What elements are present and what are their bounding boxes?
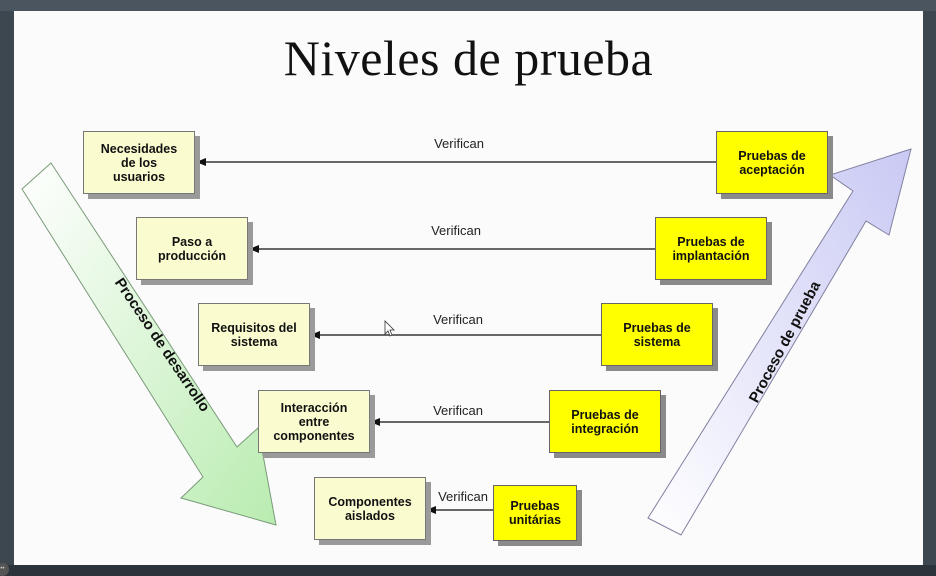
- verify-label-5: Verifican: [438, 489, 488, 504]
- requirement-label: Interacción entre componentes: [273, 400, 355, 443]
- test-box-system: Pruebas de sistema: [601, 303, 713, 366]
- test-box-unit: Pruebas unitárias: [493, 485, 577, 541]
- test-label: Pruebas de implantación: [672, 234, 750, 263]
- verify-label-2: Verifican: [431, 223, 481, 238]
- test-process-arrow: [647, 148, 912, 536]
- window-top-bar: [0, 0, 936, 11]
- test-box-acceptance: Pruebas de aceptación: [716, 131, 828, 194]
- requirement-box-user-needs: Necesidades de los usuarios: [83, 131, 195, 194]
- verify-label-1: Verifican: [434, 136, 484, 151]
- verify-label-4: Verifican: [433, 403, 483, 418]
- requirement-box-component-interaction: Interacción entre componentes: [258, 390, 370, 453]
- requirement-box-production: Paso a producción: [136, 217, 248, 280]
- requirement-label: Requisitos del sistema: [211, 320, 297, 349]
- mouse-cursor-icon: [384, 320, 395, 337]
- requirement-label: Necesidades de los usuarios: [100, 141, 178, 184]
- test-box-integration: Pruebas de integración: [549, 390, 661, 453]
- test-label: Pruebas de integración: [571, 407, 639, 436]
- slide-title: Niveles de prueba: [283, 30, 654, 86]
- test-label: Pruebas de aceptación: [738, 148, 806, 177]
- test-label: Pruebas unitárias: [508, 499, 562, 527]
- slide: Niveles de prueba Proceso de: [14, 11, 923, 565]
- requirement-label: Componentes aislados: [328, 494, 412, 523]
- diagram-arrows: [21, 148, 912, 536]
- test-label: Pruebas de sistema: [623, 320, 691, 349]
- verify-label-3: Verifican: [433, 312, 483, 327]
- development-process-arrow: [21, 162, 277, 526]
- test-box-deployment: Pruebas de implantación: [655, 217, 767, 280]
- corner-indicator-icon: ••: [0, 563, 9, 576]
- requirement-box-system-requirements: Requisitos del sistema: [198, 303, 310, 366]
- requirement-label: Paso a producción: [157, 234, 227, 263]
- window-bottom-bar: [0, 565, 936, 576]
- requirement-box-isolated-components: Componentes aislados: [314, 477, 426, 540]
